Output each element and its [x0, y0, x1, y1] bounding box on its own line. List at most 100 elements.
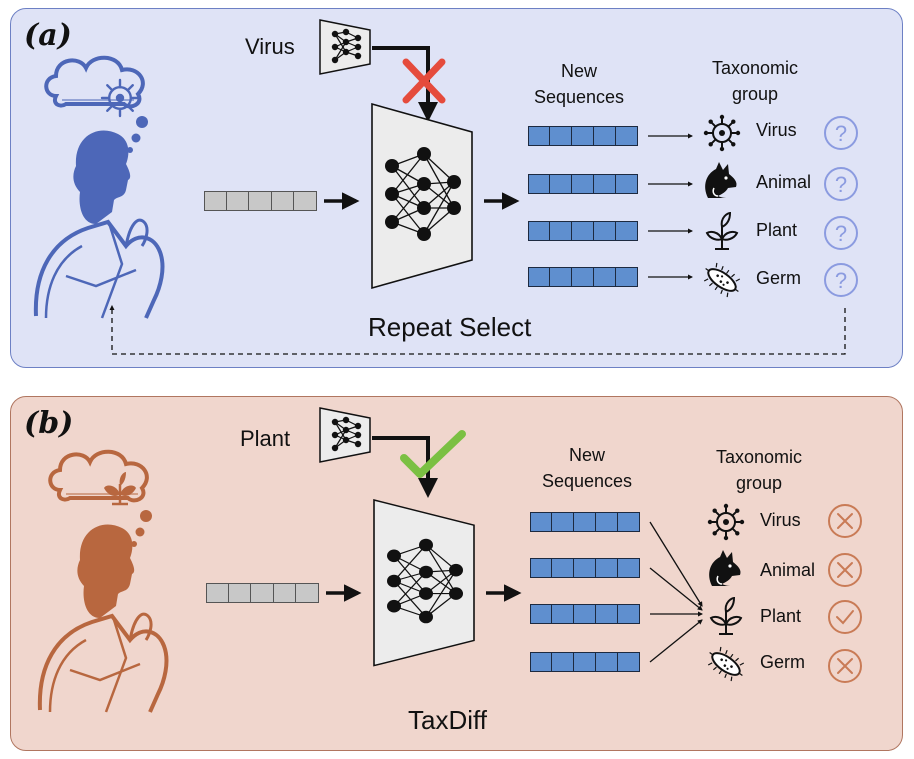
panel-a-item-animal: Animal	[756, 172, 812, 192]
seq-cell	[596, 652, 618, 672]
seq-cell	[618, 604, 640, 624]
question-icon: ?	[835, 172, 847, 197]
panel-b-new-sequence	[530, 558, 640, 578]
panel-b-new-sequence	[530, 652, 640, 672]
cross-circle-icon	[837, 562, 853, 578]
seq-cell	[616, 267, 638, 287]
panel-a-label: (a)	[24, 18, 72, 53]
panel-b-condition-label: Plant	[240, 426, 291, 451]
panel-b-thinking-person-icon	[37, 449, 169, 714]
token-cell	[273, 583, 297, 603]
header-line: New	[568, 445, 605, 465]
panel-b-item-germ: Germ	[760, 652, 805, 672]
cross-circle-icon	[837, 658, 853, 674]
panel-a-cloud-virus-icon	[100, 78, 140, 118]
seq-cell	[530, 558, 552, 578]
panel-a-status-icons	[824, 116, 858, 297]
seq-cell	[616, 174, 638, 194]
seq-cell	[594, 267, 616, 287]
cross-circle-icon	[837, 513, 853, 529]
panel-a-new-sequence	[528, 221, 638, 241]
panel-a-thinking-person-icon	[33, 55, 165, 321]
seq-cell	[574, 652, 596, 672]
header-line: group	[735, 473, 783, 493]
panel-a-item-germ: Germ	[756, 268, 801, 288]
seq-cell	[572, 221, 594, 241]
seq-cell	[530, 604, 552, 624]
bacterium-icon	[701, 641, 751, 687]
seq-cell	[528, 267, 550, 287]
token-cell	[204, 191, 227, 211]
bacterium-icon	[697, 257, 747, 303]
header-line: Taxonomic	[711, 58, 799, 78]
panel-a-new-sequences-header: New Sequences	[520, 58, 638, 110]
panel-b-input-sequence	[206, 583, 319, 603]
header-line: Taxonomic	[715, 447, 803, 467]
token-cell	[271, 191, 295, 211]
header-line: New	[560, 61, 597, 81]
panel-a-taxonomic-header: Taxonomic group	[690, 55, 820, 107]
seq-cell	[552, 652, 574, 672]
panel-b-label: (b)	[24, 406, 74, 441]
panel-b-taxonomic-header: Taxonomic group	[694, 444, 824, 496]
token-cell	[228, 583, 252, 603]
panel-b-item-animal: Animal	[760, 560, 816, 580]
token-cell	[249, 191, 272, 211]
token-cell	[296, 583, 319, 603]
seq-cell	[616, 221, 638, 241]
seq-cell	[550, 174, 572, 194]
panel-a-caption: Repeat Select	[368, 312, 532, 342]
wolf-icon	[704, 161, 738, 199]
panel-b-new-sequence	[530, 512, 640, 532]
token-cell	[206, 583, 229, 603]
seq-cell	[574, 558, 596, 578]
seq-cell	[550, 221, 572, 241]
panel-a-repeat-loop-arrow	[109, 304, 846, 355]
check-mark-icon	[400, 430, 466, 478]
seq-cell	[574, 512, 596, 532]
seq-cell	[596, 604, 618, 624]
virus-icon	[702, 113, 742, 153]
panel-b-item-plant: Plant	[760, 606, 802, 626]
panel-a-condition-arrow	[372, 46, 438, 122]
header-line: Sequences	[533, 87, 625, 107]
sprout-icon	[706, 212, 738, 250]
panel-a-item-plant: Plant	[756, 220, 798, 240]
panel-b-convergent-arrows	[649, 521, 704, 663]
seq-cell	[572, 267, 594, 287]
seq-cell	[618, 558, 640, 578]
panel-b-model-network-icon	[373, 499, 475, 667]
panel-a-mapping-arrows	[648, 133, 694, 280]
question-icon: ?	[835, 268, 847, 293]
token-cell	[251, 583, 274, 603]
panel-b-cloud-sprout-icon	[104, 472, 136, 506]
panel-b-item-virus: Virus	[760, 510, 801, 530]
seq-cell	[594, 174, 616, 194]
seq-cell	[528, 174, 550, 194]
question-icon: ?	[835, 121, 847, 146]
token-cell	[294, 191, 317, 211]
panel-a-new-sequence	[528, 267, 638, 287]
panel-b-new-sequences-header: New Sequences	[528, 442, 646, 494]
panel-a-model-network-icon	[371, 103, 473, 289]
seq-cell	[530, 512, 552, 532]
seq-cell	[552, 604, 574, 624]
seq-cell	[594, 126, 616, 146]
question-icon: ?	[835, 221, 847, 246]
seq-cell	[618, 652, 640, 672]
seq-cell	[552, 512, 574, 532]
seq-cell	[572, 126, 594, 146]
seq-cell	[574, 604, 596, 624]
seq-cell	[572, 174, 594, 194]
header-line: Sequences	[541, 471, 633, 491]
panel-b-condition-network-icon	[319, 407, 371, 463]
panel-a-input-sequence	[204, 191, 317, 211]
panel-a-new-sequence	[528, 174, 638, 194]
seq-cell	[616, 126, 638, 146]
virus-icon	[706, 502, 746, 542]
seq-cell	[552, 558, 574, 578]
panel-b-status-icons	[828, 504, 862, 683]
panel-a-condition-network-icon	[319, 19, 371, 75]
seq-cell	[530, 652, 552, 672]
